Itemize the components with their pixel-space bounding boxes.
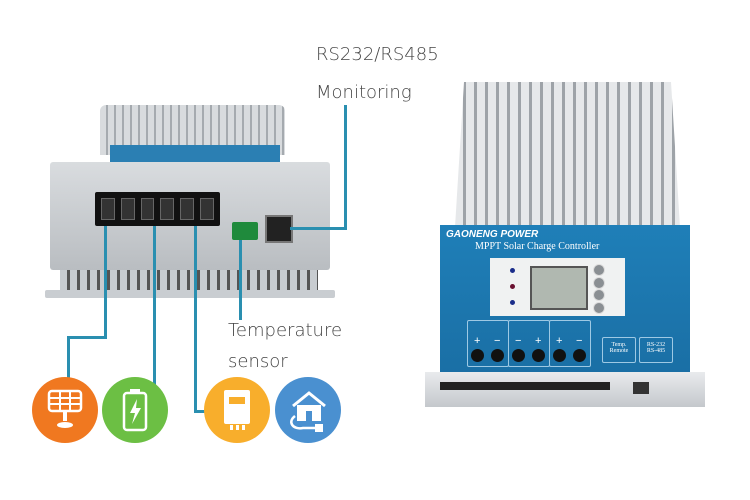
temp-text: Temp. [611, 342, 627, 348]
plus-sign: + [535, 335, 542, 347]
brand-label: GAONENG POWER [446, 229, 539, 240]
house-plug-icon [275, 377, 341, 443]
indicator-led [510, 284, 515, 289]
rs-line-vertical [344, 105, 347, 230]
terminal-hole [512, 349, 525, 362]
minus-sign: − [494, 335, 501, 347]
load-terminal-section: +− [549, 320, 591, 367]
terminal-hole [491, 349, 504, 362]
solar-line [104, 226, 107, 338]
remote-text: Remote [609, 348, 629, 354]
load-line-h [194, 410, 206, 413]
lcd-screen [530, 266, 588, 310]
indicator-led [510, 300, 515, 305]
plus-sign: + [474, 335, 481, 347]
terminal-hole [532, 349, 545, 362]
rj-port [265, 215, 293, 243]
panel-button[interactable] [593, 289, 605, 301]
rs485-text: RS-485 [646, 348, 666, 354]
rs-line [290, 227, 346, 230]
solar-terminal-section: +− [467, 320, 509, 367]
heatsink [455, 82, 680, 227]
minus-sign: − [576, 335, 583, 347]
panel-button[interactable] [593, 264, 605, 276]
rs-label: RS232/RS485 [316, 44, 439, 65]
front-panel: GAONENG POWER MPPT Solar Charge Controll… [440, 225, 690, 373]
temp-line [239, 240, 242, 320]
cable-slot [440, 382, 610, 390]
temperature-label: Temperature [228, 320, 343, 341]
indicator-led [510, 268, 515, 273]
display-bezel [490, 258, 625, 316]
temp-remote-port: Temp.Remote [602, 337, 636, 363]
battery-terminal-section: −+ [508, 320, 550, 367]
plus-sign: + [556, 335, 563, 347]
solar-panel-icon [32, 377, 98, 443]
terminal-hole [553, 349, 566, 362]
mounting-flange [45, 290, 335, 298]
terminal-block [95, 192, 220, 226]
temperature-connector [232, 222, 258, 240]
blue-panel-edge [110, 145, 280, 165]
terminal-hole [573, 349, 586, 362]
monitoring-label: Monitoring [316, 82, 412, 103]
rj-port [633, 382, 649, 394]
panel-button[interactable] [593, 302, 605, 314]
front-base [425, 372, 705, 407]
terminal-hole [471, 349, 484, 362]
rs232-text: RS-232 [646, 342, 666, 348]
sensor-label: sensor [228, 351, 288, 372]
solar-line-down [67, 336, 70, 378]
product-title: MPPT Solar Charge Controller [475, 241, 600, 252]
meter-icon [204, 377, 270, 443]
battery-icon [102, 377, 168, 443]
solar-line-h [67, 336, 107, 339]
panel-button[interactable] [593, 277, 605, 289]
battery-line [153, 226, 156, 386]
minus-sign: − [515, 335, 522, 347]
load-line [194, 226, 197, 412]
